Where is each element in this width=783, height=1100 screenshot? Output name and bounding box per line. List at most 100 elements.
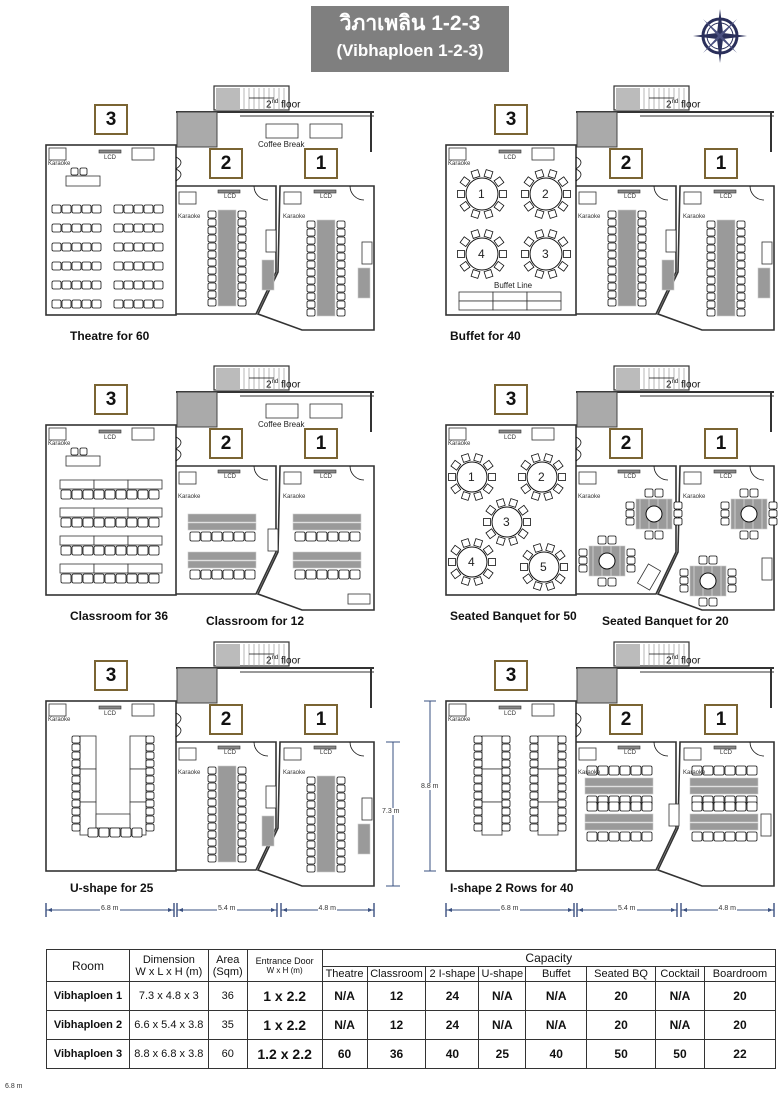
chair <box>607 266 617 275</box>
karaoke-unit <box>48 147 67 161</box>
double-door <box>175 436 182 462</box>
chair <box>706 244 716 253</box>
chair <box>607 535 617 545</box>
chair <box>93 517 105 528</box>
coffee-table <box>265 123 299 139</box>
dimension-label: 4.8 m <box>317 905 338 912</box>
chair <box>137 517 149 528</box>
chair <box>493 236 505 248</box>
karaoke-unit <box>578 471 597 485</box>
chair <box>563 250 571 258</box>
chair <box>60 517 72 528</box>
chair <box>597 831 609 842</box>
chair <box>607 258 617 267</box>
lcd-screen-icon <box>713 469 737 474</box>
door-swing <box>349 741 365 757</box>
chair <box>691 765 703 776</box>
area-header-line1: Area <box>216 953 240 966</box>
chair <box>637 210 647 219</box>
chair <box>153 204 164 214</box>
cell-area: 60 <box>207 1039 248 1069</box>
chair <box>70 167 79 176</box>
chair <box>306 260 316 269</box>
lcd-label: LCD <box>720 750 733 756</box>
chair <box>706 268 716 277</box>
chair <box>306 856 316 865</box>
chair <box>237 290 247 299</box>
chair <box>529 791 539 800</box>
chair <box>207 258 217 267</box>
chair <box>607 226 617 235</box>
side-cabinet <box>531 147 555 161</box>
second-floor-word: floor <box>278 99 301 111</box>
chair <box>749 488 759 498</box>
chair <box>71 807 81 816</box>
chair <box>448 558 456 566</box>
chair <box>237 274 247 283</box>
table-top <box>584 786 654 795</box>
plan-caption: Buffet for 40 <box>450 329 521 343</box>
chair <box>529 735 539 744</box>
chair <box>306 784 316 793</box>
chair <box>483 229 494 239</box>
chair <box>736 220 746 229</box>
plan-caption-secondary: Classroom for 12 <box>206 614 305 628</box>
chair <box>133 242 144 252</box>
chair <box>336 220 346 229</box>
chair <box>736 244 746 253</box>
chair <box>306 776 316 785</box>
second-floor-word: floor <box>278 655 301 667</box>
cell-area: 35 <box>207 1010 248 1040</box>
chair <box>145 735 155 744</box>
chair <box>450 459 462 471</box>
room-3-outline <box>45 424 177 596</box>
cell-room: Vibhaploen 3 <box>46 1039 130 1069</box>
dimension-header-line2: W x L x H (m) <box>135 965 203 978</box>
door-swing <box>749 185 765 201</box>
chair <box>237 830 247 839</box>
chair <box>93 489 105 500</box>
chair <box>495 536 506 546</box>
stair-landing <box>216 644 240 666</box>
chair <box>71 280 82 290</box>
chair <box>123 299 134 309</box>
chair <box>637 282 647 291</box>
chair <box>473 807 483 816</box>
chair <box>336 284 346 293</box>
chair <box>145 799 155 808</box>
cell-capacity: 12 <box>366 981 427 1011</box>
lcd-label: LCD <box>320 750 333 756</box>
chair <box>244 569 256 580</box>
cell-capacity: 24 <box>425 981 480 1011</box>
round-table-number: 3 <box>503 515 510 529</box>
chair <box>82 573 94 584</box>
lcd-screen-icon <box>617 469 641 474</box>
chair <box>189 569 201 580</box>
chair <box>517 504 529 516</box>
karaoke-label: Karaoke <box>578 494 601 500</box>
chair <box>294 531 306 542</box>
chair <box>145 767 155 776</box>
room-number-badge: 2 <box>209 428 243 459</box>
col-header-capacity-1: Classroom <box>366 966 427 982</box>
chair <box>501 743 511 752</box>
chair <box>473 751 483 760</box>
chair <box>126 573 138 584</box>
chair <box>706 260 716 269</box>
chair <box>336 864 346 873</box>
col-header-capacity-2: 2 I-shape <box>425 966 480 982</box>
chair <box>91 261 102 271</box>
chair <box>349 569 361 580</box>
double-door <box>575 436 582 462</box>
room-2-outline <box>576 741 677 871</box>
chair <box>691 831 703 842</box>
floor-plan-drawing <box>445 365 778 611</box>
chair <box>91 204 102 214</box>
chair <box>79 447 88 456</box>
service-core <box>576 111 618 148</box>
lcd-screen-icon <box>713 189 737 194</box>
lcd-label: LCD <box>624 474 637 480</box>
